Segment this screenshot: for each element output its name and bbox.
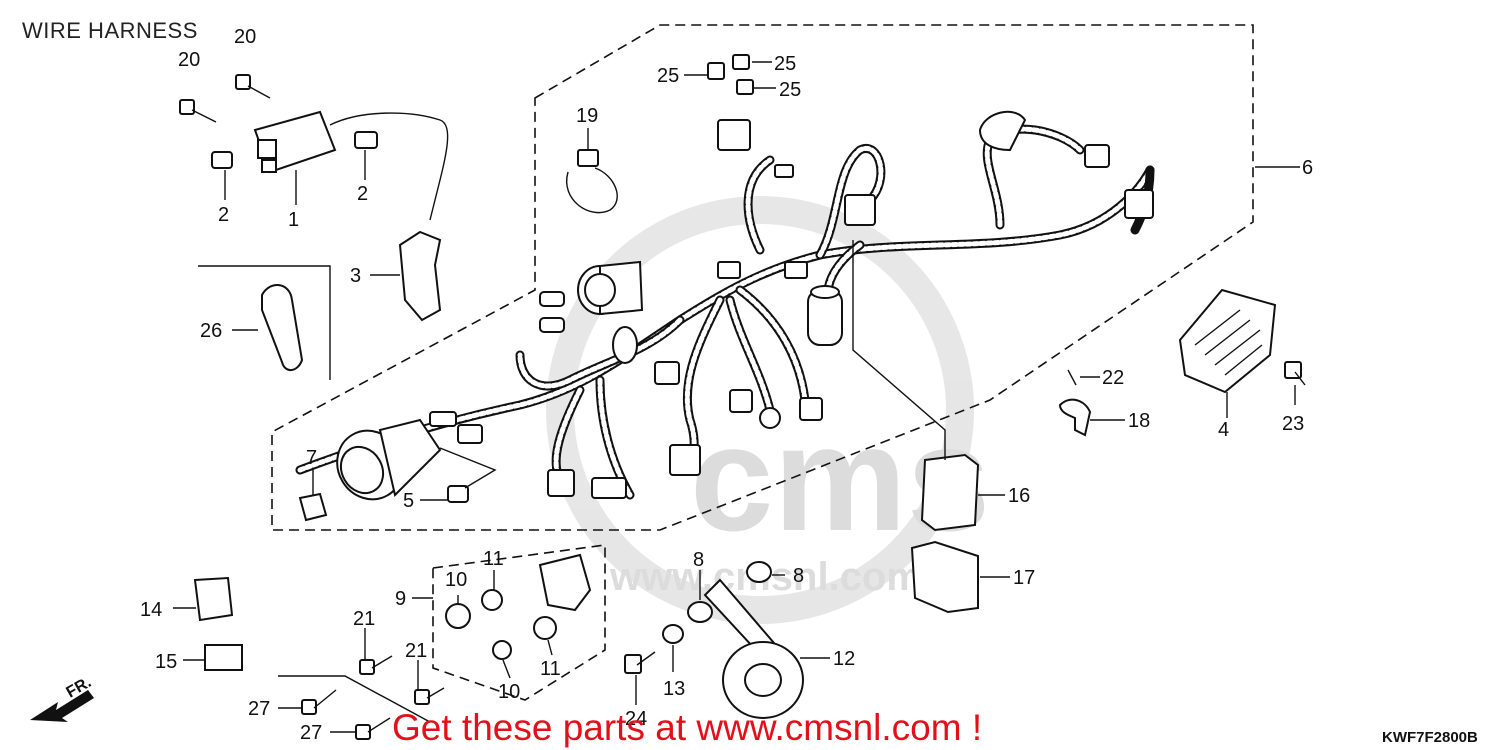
leader-lines xyxy=(173,61,1300,733)
relay-unit xyxy=(920,453,980,532)
callout-4: 4 xyxy=(1218,419,1229,441)
drain-tube xyxy=(261,284,304,371)
ignition-coil xyxy=(253,110,449,221)
callout-20: 20 xyxy=(178,49,200,71)
nuts-2 xyxy=(211,131,378,169)
band-clamp xyxy=(565,149,618,214)
promo-link[interactable]: Get these parts at www.cmsnl.com ! xyxy=(392,707,982,748)
callout-27: 27 xyxy=(248,698,270,720)
bolt-bracket xyxy=(278,675,431,723)
hose-boundary xyxy=(198,265,331,380)
spark-plug-cap xyxy=(398,230,442,322)
diagram-title: WIRE HARNESS xyxy=(22,18,198,43)
washers-bolts xyxy=(624,561,772,674)
callout-5: 5 xyxy=(403,490,414,512)
callout-24: 24 xyxy=(625,708,647,730)
bolts-21-27 xyxy=(301,655,445,740)
harness-boots xyxy=(336,110,1027,501)
callout-18: 18 xyxy=(1128,410,1150,432)
callout-11: 11 xyxy=(540,658,561,680)
horn xyxy=(703,578,804,719)
main-wire-harness xyxy=(295,124,1155,500)
callout-25: 25 xyxy=(657,65,679,87)
harness-connectors xyxy=(429,119,1154,499)
callout-11: 11 xyxy=(483,548,504,570)
callout-25: 25 xyxy=(774,53,796,75)
switch-assembly xyxy=(445,553,592,660)
callout-22: 22 xyxy=(1102,367,1124,389)
callout-14: 14 xyxy=(140,599,162,621)
callout-15: 15 xyxy=(155,651,177,673)
small-clips xyxy=(298,485,469,522)
starter-relay xyxy=(193,576,243,671)
bolt-23 xyxy=(1284,361,1306,386)
callout-1: 1 xyxy=(288,209,299,231)
callout-26: 26 xyxy=(200,320,222,342)
callout-20: 20 xyxy=(234,26,256,48)
callout-2: 2 xyxy=(357,183,368,205)
callout-21: 21 xyxy=(353,608,375,630)
harness-boundary xyxy=(271,24,1254,531)
callout-25: 25 xyxy=(779,79,801,101)
diagram-code: KWF7F2800B xyxy=(1382,729,1478,746)
callout-16: 16 xyxy=(1008,485,1030,507)
switch-group-boundary xyxy=(432,544,606,701)
callout-8: 8 xyxy=(693,549,704,571)
callout-7: 7 xyxy=(306,447,317,469)
callout-8: 8 xyxy=(793,565,804,587)
watermark: cms www.cmsnl.com xyxy=(546,196,990,624)
callout-17: 17 xyxy=(1013,567,1035,589)
callout-10: 10 xyxy=(498,681,520,703)
callout-6: 6 xyxy=(1302,157,1313,179)
front-arrow: FR. xyxy=(30,674,94,722)
screw-clamp xyxy=(1058,369,1092,437)
callout-21: 21 xyxy=(405,640,427,662)
bolts-20 xyxy=(179,74,271,123)
callout-3: 3 xyxy=(350,265,361,287)
fuses-25 xyxy=(707,54,754,95)
callout-19: 19 xyxy=(576,105,598,127)
callout-9: 9 xyxy=(395,588,406,610)
callout-13: 13 xyxy=(663,678,685,700)
callout-23: 23 xyxy=(1282,413,1304,435)
callout-numbers: 1 2 2 3 4 5 6 7 8 8 9 10 10 11 11 12 13 … xyxy=(140,26,1313,744)
callout-10: 10 xyxy=(445,569,467,591)
callout-27: 27 xyxy=(300,722,322,744)
callout-12: 12 xyxy=(833,648,855,670)
callout-2: 2 xyxy=(218,204,229,226)
relay-socket xyxy=(910,540,979,614)
regulator-rectifier xyxy=(1178,288,1277,394)
